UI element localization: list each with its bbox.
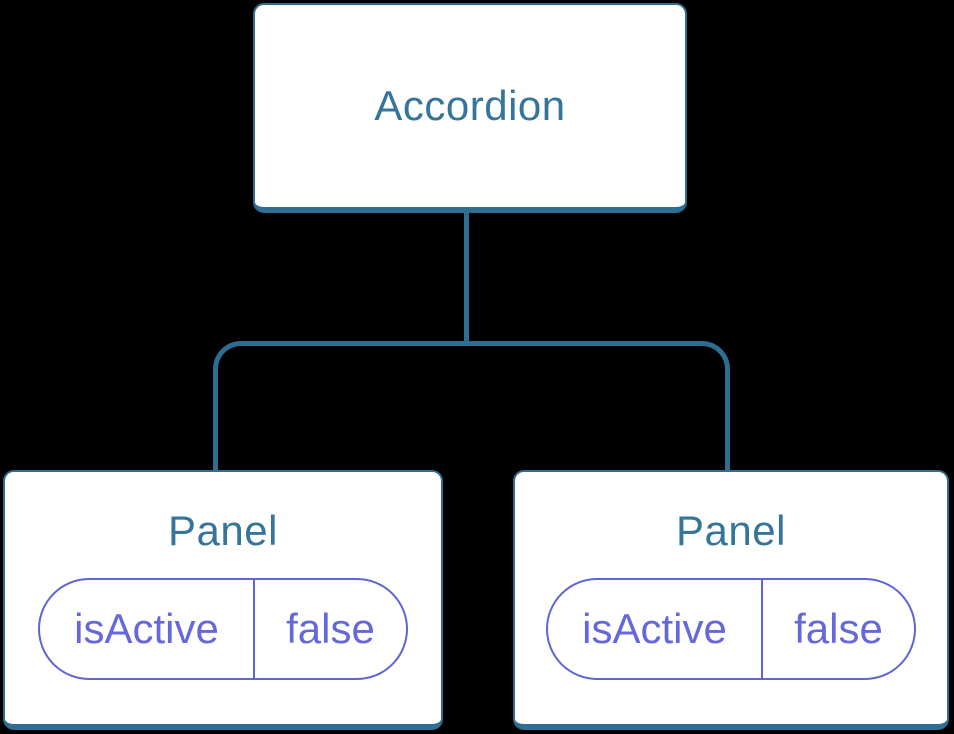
state-value-cell: false [286,605,375,653]
accordion-node-label: Accordion [374,82,566,129]
state-name-cell: isActive [40,580,255,679]
branch-connector [213,341,730,470]
panel-node-left: Panel isActive false [3,470,443,730]
root-connector-line [464,211,469,343]
panel-node-label: Panel [676,507,786,554]
state-name-cell: isActive [548,580,763,679]
state-pill: isActive false [546,578,916,681]
state-pill: isActive false [38,578,408,681]
accordion-node: Accordion [253,3,687,213]
panel-node-right: Panel isActive false [513,470,949,730]
panel-node-label: Panel [168,507,278,554]
state-value-cell: false [794,605,883,653]
